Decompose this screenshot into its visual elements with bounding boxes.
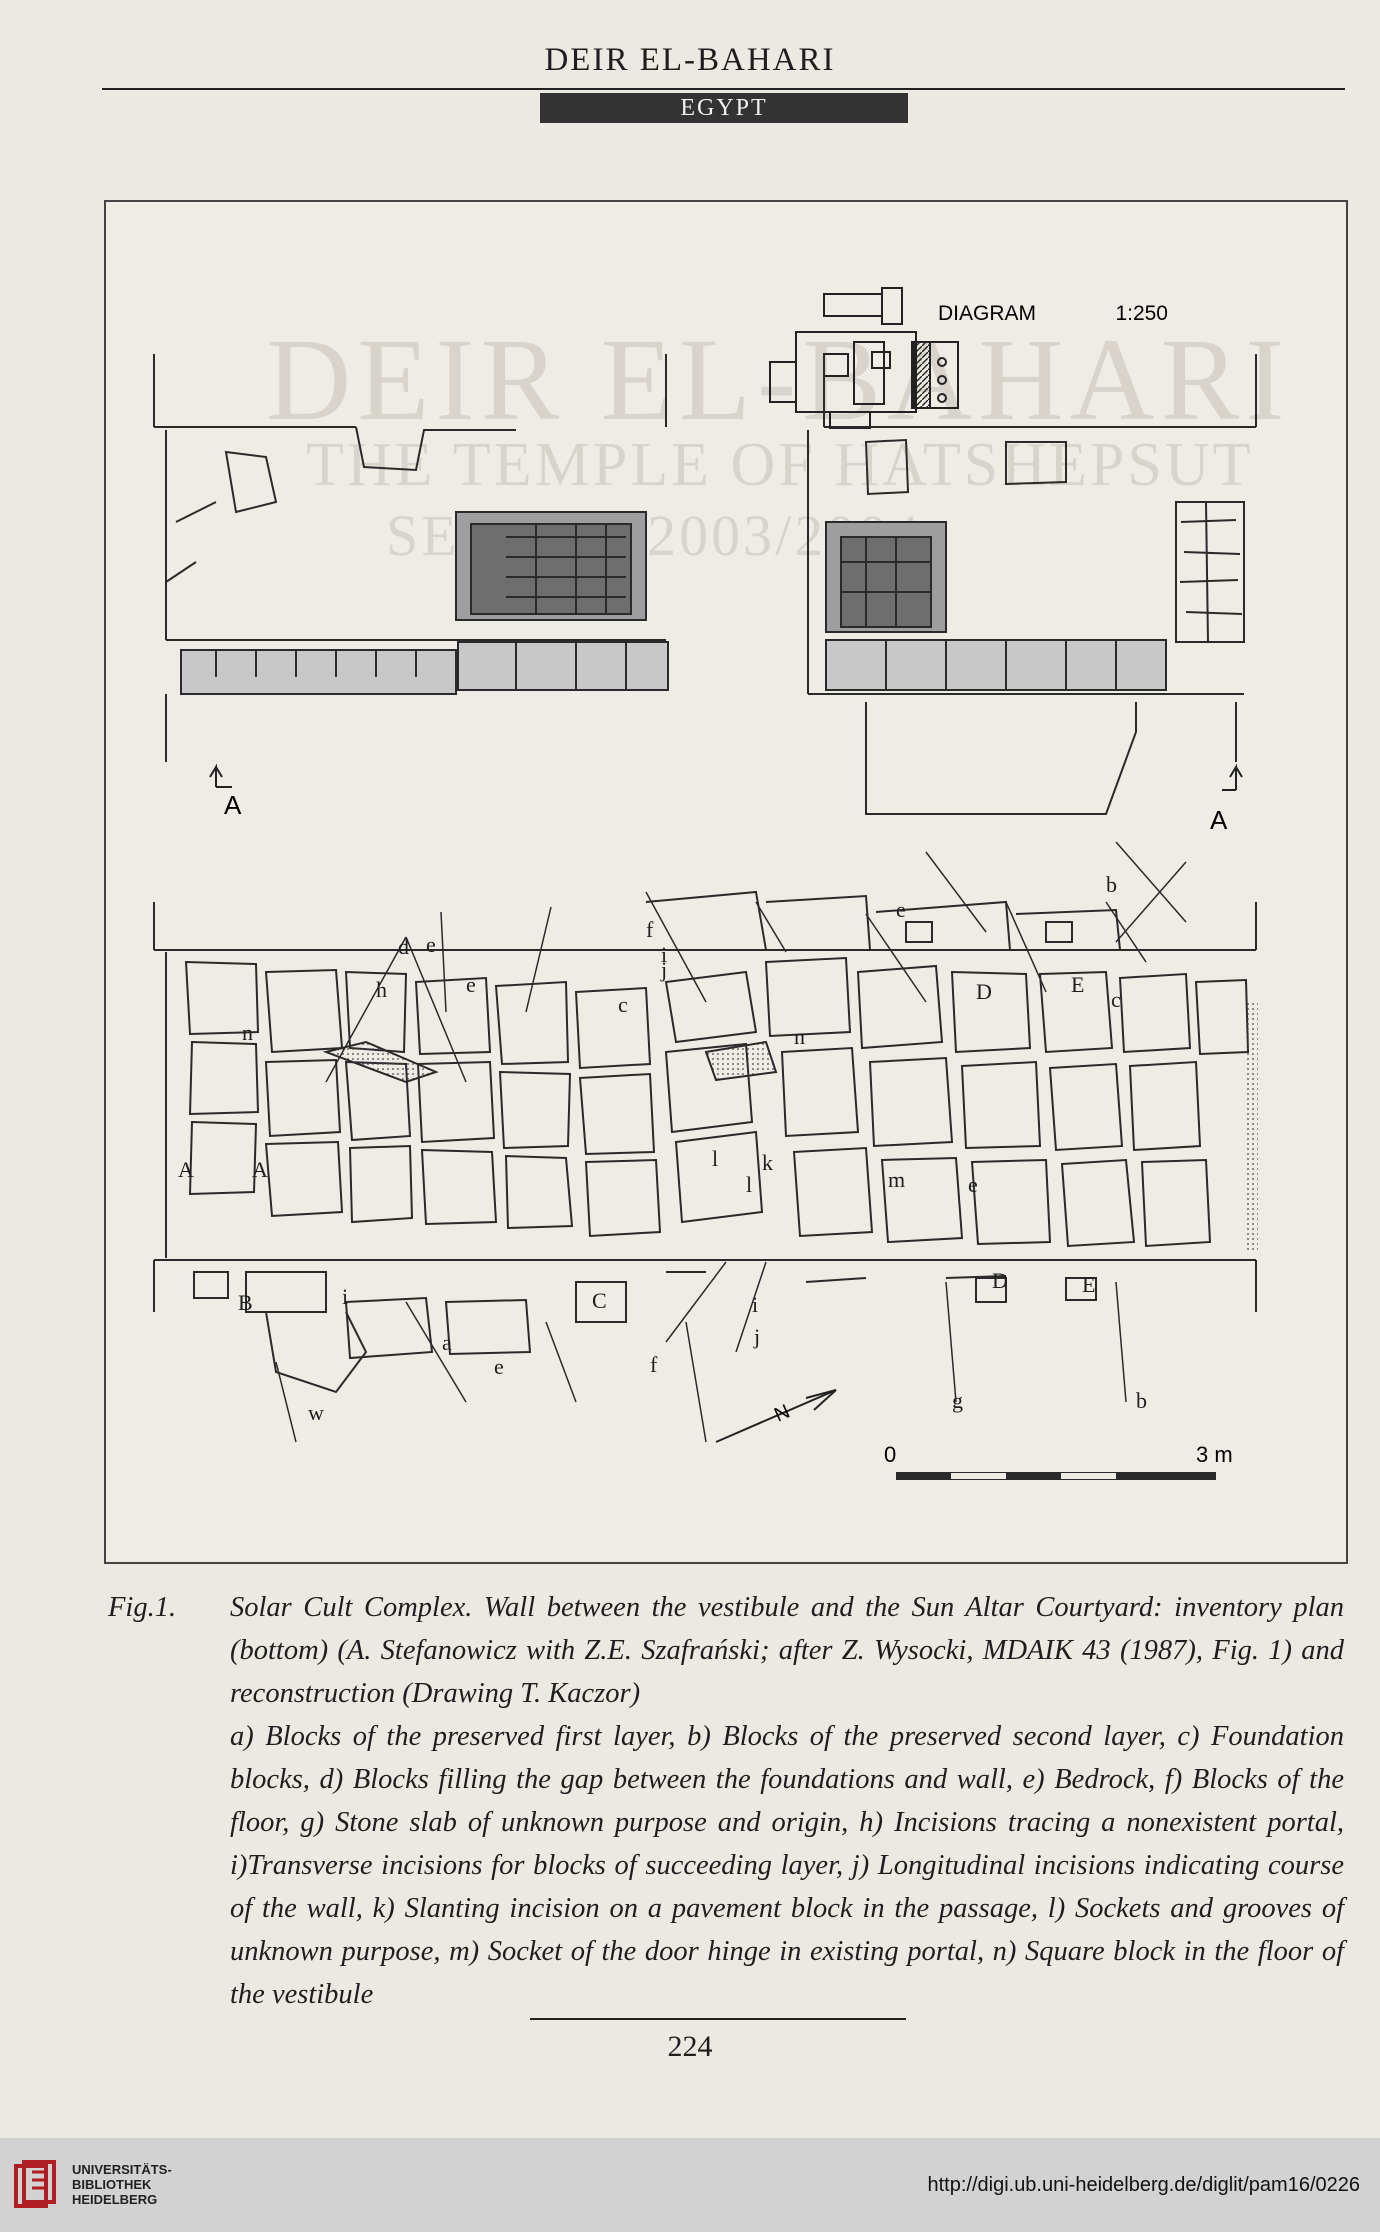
north-label: N (771, 1401, 793, 1427)
reconstruction (153, 354, 1257, 815)
footer-rule (530, 2018, 906, 2020)
section-marker-right: A (1210, 805, 1228, 835)
svg-text:B: B (238, 1290, 253, 1315)
svg-text:c: c (618, 992, 628, 1017)
svg-text:j: j (753, 1324, 760, 1349)
svg-text:n: n (242, 1020, 253, 1045)
caption-body: Solar Cult Complex. Wall between the ves… (230, 1586, 1344, 2016)
show-through-title: DEIR EL-BAHARI (266, 314, 1291, 445)
diagram-scale: 1:250 (1115, 302, 1168, 325)
svg-text:a: a (442, 1330, 452, 1355)
caption-label: Fig.1. (108, 1592, 177, 1623)
key-diagram (769, 287, 959, 429)
svg-text:l: l (746, 1172, 752, 1197)
svg-text:E: E (1082, 1272, 1095, 1297)
scale-end: 3 m (1196, 1442, 1233, 1467)
svg-text:e: e (466, 972, 476, 997)
svg-text:h: h (376, 977, 387, 1002)
svg-text:g: g (952, 1388, 963, 1413)
svg-text:w: w (308, 1400, 324, 1425)
svg-text:D: D (976, 979, 992, 1004)
running-head: DEIR EL-BAHARI (544, 42, 836, 78)
section-bar: EGYPT (540, 93, 908, 123)
svg-text:f: f (650, 1352, 658, 1377)
svg-text:j: j (660, 957, 667, 982)
svg-text:b: b (1106, 872, 1117, 897)
page-number: 224 (667, 2030, 713, 2063)
svg-text:l: l (712, 1146, 718, 1171)
svg-text:e: e (494, 1354, 504, 1379)
inventory-plan (153, 890, 1258, 1394)
svg-text:A: A (252, 1157, 268, 1182)
svg-text:c: c (1111, 987, 1121, 1012)
caption-text: Solar Cult Complex. Wall between the ves… (230, 1592, 1344, 1709)
svg-text:m: m (888, 1167, 905, 1192)
scale-start: 0 (884, 1442, 896, 1467)
library-footer: UNIVERSITÄTS- BIBLIOTHEK HEIDELBERG http… (0, 2138, 1380, 2232)
svg-text:E: E (1071, 972, 1084, 997)
section-markers (209, 763, 1243, 791)
svg-text:b: b (1136, 1388, 1147, 1413)
section-marker-left: A (224, 790, 242, 820)
plan-drawing: DIAGRAM 1:250 (153, 287, 1258, 1480)
svg-text:k: k (762, 1150, 773, 1175)
scale-bar (896, 1472, 1216, 1480)
svg-text:f: f (646, 917, 654, 942)
header-rule (102, 88, 1345, 90)
svg-text:D: D (992, 1268, 1008, 1293)
svg-text:A: A (178, 1157, 194, 1182)
leader-lines (275, 841, 1187, 1443)
plan-letters: b e e d h f i j c e E c D n n A A m e l … (178, 872, 1147, 1425)
svg-text:n: n (794, 1024, 805, 1049)
svg-text:i: i (752, 1292, 758, 1317)
show-through-subtitle-1: THE TEMPLE OF HATSHEPSUT (306, 431, 1254, 499)
diagram-label: DIAGRAM (938, 302, 1036, 325)
svg-text:e: e (968, 1172, 978, 1197)
library-logo-icon (14, 2160, 56, 2208)
north-arrow (715, 1389, 837, 1443)
svg-text:e: e (426, 932, 436, 957)
svg-text:d: d (398, 934, 409, 959)
caption-legend: a) Blocks of the preserved first layer, … (230, 1721, 1344, 2010)
svg-text:i: i (342, 1284, 348, 1309)
svg-text:C: C (592, 1288, 607, 1313)
svg-text:e: e (896, 897, 906, 922)
figure-frame: DEIR EL-BAHARI THE TEMPLE OF HATSHEPSUT … (104, 200, 1348, 1564)
svg-text:i: i (661, 942, 667, 967)
library-name: UNIVERSITÄTS- BIBLIOTHEK HEIDELBERG (72, 2162, 172, 2207)
source-url-link[interactable]: http://digi.ub.uni-heidelberg.de/diglit/… (927, 2174, 1360, 2196)
